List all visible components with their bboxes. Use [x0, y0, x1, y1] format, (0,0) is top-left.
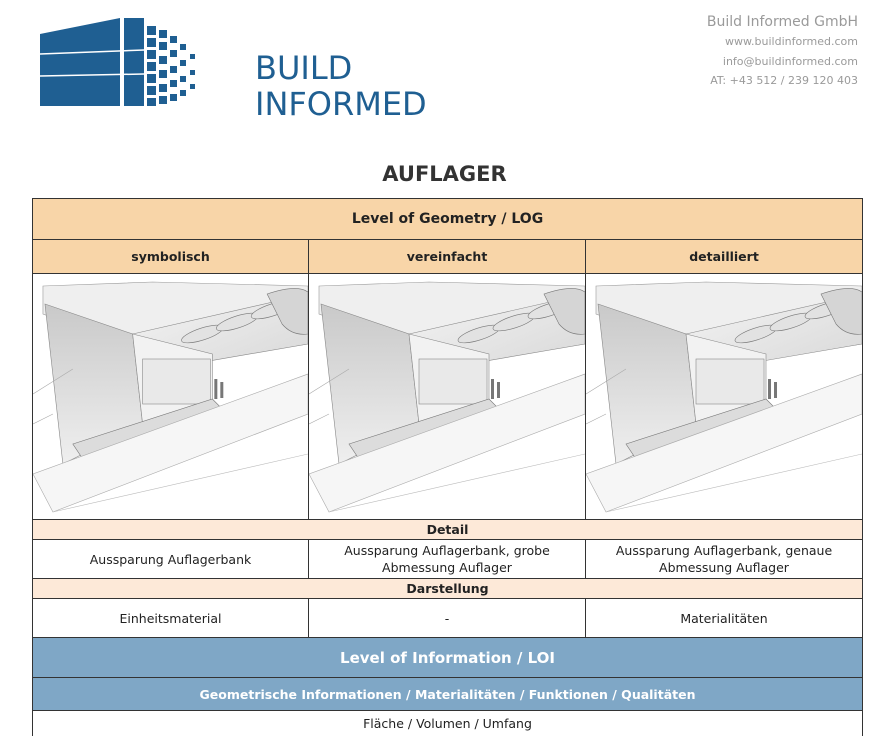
log-header-row: Level of Geometry / LOG — [31, 198, 864, 240]
log-loi-table: Level of Geometry / LOG symbolisch verei… — [31, 198, 864, 736]
loi-value-row: Fläche / Volumen / Umfang — [31, 710, 864, 736]
company-name: Build Informed GmbH — [706, 14, 858, 30]
bearing-render-image — [586, 274, 863, 519]
loi-header-row: Level of Information / LOI — [31, 637, 864, 678]
detail-value-vereinfacht: Aussparung Auflagerbank, grobe Abmessung… — [308, 539, 586, 579]
page-title: AUFLAGER — [382, 162, 507, 186]
render-image-vereinfacht — [308, 273, 586, 520]
column-header-detailliert: detailliert — [584, 239, 864, 274]
company-phone: AT: +43 512 / 239 120 403 — [710, 74, 858, 87]
logo-line-1: BUILD — [255, 49, 353, 87]
darstellung-value-detailliert: Materialitäten — [584, 598, 864, 638]
loi-subheader-row: Geometrische Informationen / Materialitä… — [31, 677, 864, 711]
loi-title: Level of Information / LOI — [31, 637, 864, 678]
detail-values-row: Aussparung Auflagerbank Aussparung Aufla… — [32, 539, 864, 579]
render-image-row — [32, 273, 864, 520]
logo-line-2: INFORMED — [255, 85, 427, 123]
company-website: www.buildinformed.com — [725, 35, 858, 48]
bearing-render-image — [309, 274, 585, 519]
detail-header-row: Detail — [31, 519, 864, 540]
darstellung-header-row: Darstellung — [31, 578, 864, 599]
darstellung-value-vereinfacht: - — [308, 598, 586, 638]
render-image-symbolisch — [32, 273, 309, 520]
company-email: info@buildinformed.com — [722, 54, 858, 68]
column-header-symbolisch: symbolisch — [32, 239, 309, 274]
log-column-header-row: symbolisch vereinfacht detailliert — [32, 239, 864, 274]
logo-wordmark: BUILD INFORMED — [255, 50, 427, 122]
column-header-vereinfacht: vereinfacht — [308, 239, 586, 274]
render-image-detailliert — [584, 273, 864, 520]
darstellung-label: Darstellung — [31, 578, 864, 599]
log-title: Level of Geometry / LOG — [31, 198, 864, 240]
detail-value-symbolisch: Aussparung Auflagerbank — [32, 539, 309, 579]
company-logo: BUILD INFORMED — [39, 16, 427, 122]
darstellung-values-row: Einheitsmaterial - Materialitäten — [32, 598, 864, 638]
logo-cubes-icon — [39, 18, 195, 106]
loi-first-value: Fläche / Volumen / Umfang — [31, 710, 864, 736]
bearing-render-image — [33, 274, 308, 519]
darstellung-value-symbolisch: Einheitsmaterial — [32, 598, 309, 638]
detail-label: Detail — [31, 519, 864, 540]
loi-subtitle: Geometrische Informationen / Materialitä… — [31, 677, 864, 711]
detail-value-detailliert: Aussparung Auflagerbank, genaue Abmessun… — [584, 539, 864, 579]
company-info: Build Informed GmbH www.buildinformed.co… — [707, 12, 858, 91]
